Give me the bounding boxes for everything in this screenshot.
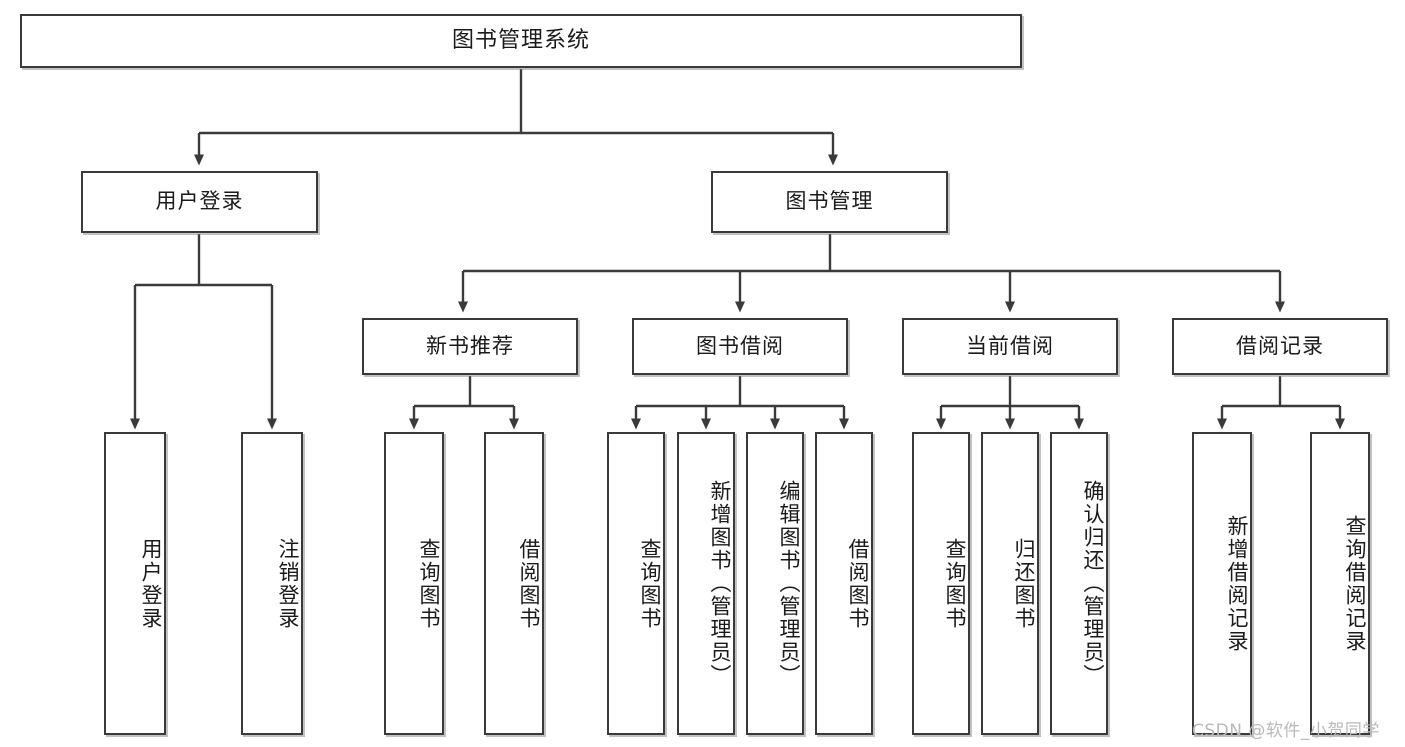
- node-book-management[interactable]: 图书管理: [711, 171, 948, 233]
- node-label: 图书管理系统: [451, 27, 590, 53]
- node-label: 查询图书: [417, 537, 441, 630]
- leaf-user-login-signin[interactable]: 用户登录: [104, 432, 166, 735]
- leaf-user-login-signout[interactable]: 注销登录: [241, 432, 303, 735]
- leaf-borrow-record-add[interactable]: 新增借阅记录: [1192, 432, 1252, 735]
- node-label: 当前借阅: [966, 333, 1054, 358]
- node-label: 新增图书（管理员）: [708, 480, 732, 687]
- node-book-borrow[interactable]: 图书借阅: [632, 318, 848, 375]
- node-label: 图书借阅: [696, 333, 784, 358]
- leaf-book-borrow-query[interactable]: 查询图书: [607, 432, 665, 735]
- node-label: 借阅图书: [517, 537, 541, 630]
- node-label: 借阅图书: [846, 537, 870, 630]
- node-label: 用户登录: [155, 189, 244, 214]
- node-label: 查询图书: [943, 537, 967, 630]
- node-label: 注销登录: [276, 537, 300, 630]
- node-label: 新增借阅记录: [1225, 514, 1249, 653]
- node-label: 用户登录: [139, 537, 163, 630]
- node-current-borrow[interactable]: 当前借阅: [902, 318, 1118, 375]
- leaf-book-borrow-edit[interactable]: 编辑图书（管理员）: [746, 432, 804, 735]
- node-label: 归还图书: [1012, 537, 1036, 630]
- leaf-current-borrow-query[interactable]: 查询图书: [912, 432, 970, 735]
- leaf-current-borrow-return[interactable]: 归还图书: [981, 432, 1039, 735]
- node-user-login[interactable]: 用户登录: [81, 171, 318, 233]
- leaf-book-borrow-add[interactable]: 新增图书（管理员）: [677, 432, 735, 735]
- leaf-new-book-borrow[interactable]: 借阅图书: [484, 432, 544, 735]
- node-label: 新书推荐: [426, 333, 514, 358]
- node-root-library-system[interactable]: 图书管理系统: [20, 14, 1022, 68]
- node-borrow-record[interactable]: 借阅记录: [1172, 318, 1388, 375]
- leaf-new-book-query[interactable]: 查询图书: [384, 432, 444, 735]
- node-label: 查询图书: [638, 537, 662, 630]
- leaf-current-borrow-confirm-return[interactable]: 确认归还（管理员）: [1050, 432, 1108, 735]
- node-label: 编辑图书（管理员）: [777, 480, 801, 687]
- node-label: 图书管理: [785, 189, 874, 214]
- node-new-book-recommend[interactable]: 新书推荐: [362, 318, 578, 375]
- leaf-book-borrow-lend[interactable]: 借阅图书: [815, 432, 873, 735]
- leaf-borrow-record-query[interactable]: 查询借阅记录: [1310, 432, 1370, 735]
- node-label: 借阅记录: [1236, 333, 1324, 358]
- watermark-text: CSDN @软件_小贺同学: [1192, 721, 1380, 741]
- node-label: 确认归还（管理员）: [1081, 480, 1105, 687]
- node-label: 查询借阅记录: [1343, 514, 1367, 653]
